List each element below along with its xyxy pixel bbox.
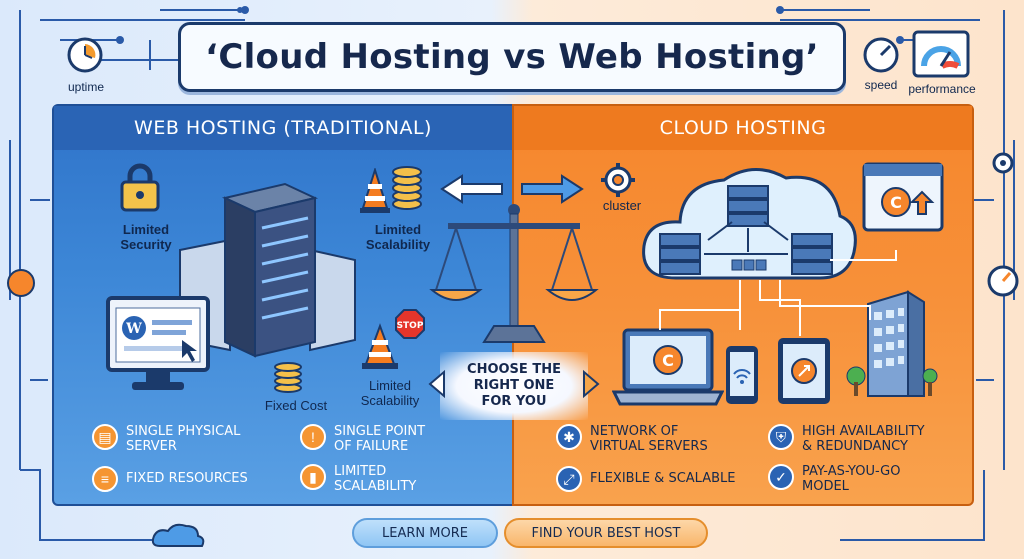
network-icon: ✱ <box>556 424 582 450</box>
svg-text:W: W <box>125 321 142 337</box>
learn-more-button[interactable]: LEARN MORE <box>352 518 498 548</box>
feature-text: NETWORK OF VIRTUAL SERVERS <box>590 424 708 454</box>
feature-flexible-scalable: ⤢ FLEXIBLE & SCALABLE <box>556 466 735 492</box>
feature-text: SINGLE PHYSICAL SERVER <box>126 424 241 454</box>
feature-text: FLEXIBLE & SCALABLE <box>590 471 736 486</box>
smartphone-icon <box>726 346 758 404</box>
speed-label: speed <box>864 78 898 92</box>
cluster-gear-icon <box>601 163 635 197</box>
server-icon: ▤ <box>92 424 118 450</box>
cloud-hosting-heading: CLOUD HOSTING <box>514 106 972 150</box>
feature-text: LIMITED SCALABILITY <box>334 464 417 494</box>
limited-scalability-top-label: Limited Scalability <box>365 222 431 252</box>
feature-text: PAY-AS-YOU-GO MODEL <box>802 464 901 494</box>
cluster-label: cluster <box>602 198 642 213</box>
fixed-cost-label: Fixed Cost <box>264 398 328 413</box>
stop-sign-text: STOP <box>397 321 424 331</box>
coins-icon: ≡ <box>92 466 118 492</box>
arrow-left-icon <box>440 174 503 204</box>
stop-cone-icon: STOP <box>362 309 425 369</box>
uptime-label: uptime <box>67 80 105 94</box>
laptop-icon: C <box>612 328 724 406</box>
feature-high-availability: ⛨ HIGH AVAILABILITY & REDUNDANCY <box>768 424 925 454</box>
left-shield-badge-icon <box>7 269 35 297</box>
uptime-clock-icon <box>67 37 103 73</box>
handshake-icon: ✓ <box>768 464 794 490</box>
title-banner: ‘Cloud Hosting vs Web Hosting’ <box>178 22 846 92</box>
performance-label: performance <box>908 82 976 96</box>
feature-text: SINGLE POINT OF FAILURE <box>334 424 426 454</box>
warning-icon: ! <box>300 424 326 450</box>
arrow-right-icon <box>521 174 584 204</box>
office-building-icon <box>846 290 938 397</box>
shield-icon: ⛨ <box>768 424 794 450</box>
traffic-cone-icon <box>360 168 390 213</box>
page-title: ‘Cloud Hosting vs Web Hosting’ <box>205 37 819 77</box>
fixed-cost-coins-icon <box>274 362 302 393</box>
find-best-host-button[interactable]: FIND YOUR BEST HOST <box>504 518 708 548</box>
feature-limited-scalability: ▮ LIMITED SCALABILITY <box>300 464 416 494</box>
feature-pay-as-you-go: ✓ PAY-AS-YOU-GO MODEL <box>768 464 900 494</box>
right-gear-icon <box>992 152 1014 174</box>
feature-text: HIGH AVAILABILITY & REDUNDANCY <box>802 424 925 454</box>
limited-scalability-bottom-label: Limited Scalability <box>360 378 420 408</box>
tablet-icon <box>778 338 830 404</box>
feature-network-of-virtual-servers: ✱ NETWORK OF VIRTUAL SERVERS <box>556 424 708 454</box>
coins-stack-icon <box>392 166 422 210</box>
monitor-wordpress-icon: W <box>106 296 210 390</box>
limited-security-label: Limited Security <box>120 222 172 252</box>
double-arrow-icon <box>428 369 600 399</box>
bottom-cloud-icon <box>151 523 205 547</box>
feature-fixed-resources: ≡ FIXED RESOURCES <box>92 466 248 492</box>
expand-arrows-icon: ⤢ <box>556 466 582 492</box>
choose-text: CHOOSE THE RIGHT ONE FOR YOU <box>467 362 561 409</box>
feature-single-physical-server: ▤ SINGLE PHYSICAL SERVER <box>92 424 240 454</box>
web-hosting-heading: WEB HOSTING (TRADITIONAL) <box>54 106 512 150</box>
padlock-icon <box>120 163 160 212</box>
svg-text:C: C <box>890 193 902 212</box>
feature-single-point-of-failure: ! SINGLE POINT OF FAILURE <box>300 424 425 454</box>
dashboard-window-icon: C <box>862 162 944 232</box>
cloud-cluster-icon <box>642 168 857 280</box>
performance-gauge-icon <box>912 30 970 78</box>
svg-text:C: C <box>662 351 674 370</box>
speed-gauge-icon <box>863 37 899 73</box>
feature-text: FIXED RESOURCES <box>126 471 248 486</box>
right-gauge-icon <box>987 265 1019 297</box>
choose-badge: CHOOSE THE RIGHT ONE FOR YOU <box>440 352 588 420</box>
balance-scale-icon <box>429 204 599 343</box>
bar-chart-icon: ▮ <box>300 464 326 490</box>
connector-lines <box>659 250 897 336</box>
